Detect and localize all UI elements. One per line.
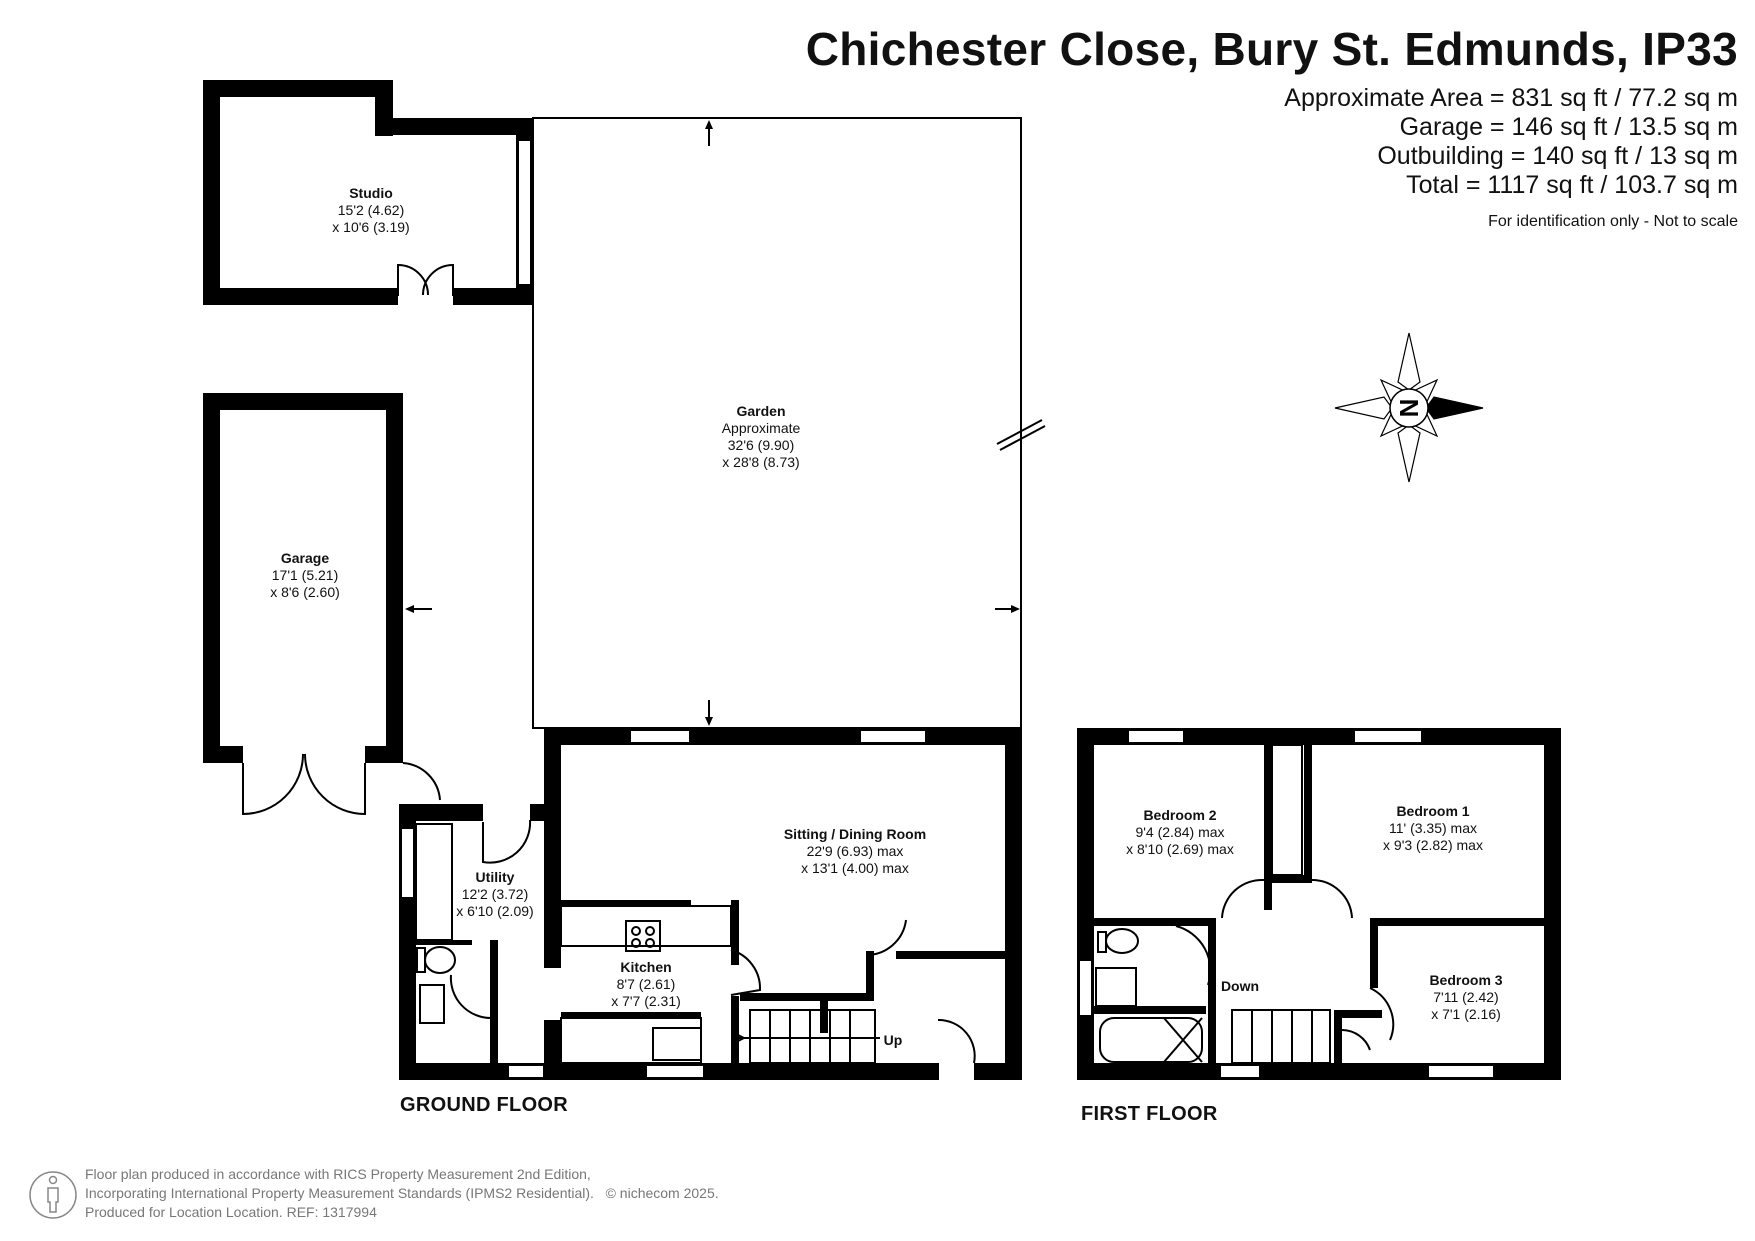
bedroom1-dim-2: x 9'3 (2.82) max [1383, 837, 1483, 853]
bedroom1-dim-1: 11' (3.35) max [1389, 820, 1477, 836]
bedroom3-dim-1: 7'11 (2.42) [1433, 989, 1498, 1005]
bedroom3-dim-2: x 7'1 (2.16) [1431, 1006, 1501, 1022]
garden-dim-2: 32'6 (9.90) [728, 437, 795, 453]
utility-name: Utility [476, 869, 515, 885]
kitchen-dim-2: x 7'7 (2.31) [611, 993, 681, 1009]
sink [652, 1027, 702, 1061]
bedroom3-name: Bedroom 3 [1429, 972, 1502, 988]
boundary-break [999, 425, 1046, 451]
footer-line-1: Floor plan produced in accordance with R… [85, 1166, 591, 1182]
garage-dim-1: 17'1 (5.21) [272, 567, 339, 583]
window [1127, 729, 1185, 744]
footer-line-3: Produced for Location Location. REF: 131… [85, 1204, 377, 1220]
first-floor-walls [1077, 728, 1561, 1080]
window [1219, 1064, 1261, 1079]
basin [419, 984, 445, 1024]
window [1078, 959, 1093, 1017]
approximate-area: Approximate Area = 831 sq ft / 77.2 sq m [1284, 84, 1738, 112]
bath [1099, 1017, 1203, 1063]
bedroom2-name: Bedroom 2 [1143, 807, 1216, 823]
north-arrow-icon [1425, 396, 1484, 420]
outbuilding-area: Outbuilding = 140 sq ft / 13 sq m [1377, 142, 1738, 170]
window [507, 1064, 545, 1079]
studio-window [517, 139, 532, 286]
ground-floor-label: GROUND FLOOR [400, 1094, 569, 1116]
stairs-ground [749, 1009, 876, 1064]
studio-dim-1: 15'2 (4.62) [338, 202, 405, 218]
studio-name: Studio [349, 185, 393, 201]
kitchen-name: Kitchen [620, 959, 671, 975]
door-bedroom1 [1311, 878, 1353, 919]
kitchen-dim-1: 8'7 (2.61) [617, 976, 676, 992]
stairs-down-label: Down [1221, 978, 1259, 994]
person-icon [29, 1171, 77, 1219]
total-area: Total = 1117 sq ft / 103.7 sq m [1406, 171, 1738, 199]
window [629, 729, 691, 744]
window [859, 729, 927, 744]
bedroom2-dim-2: x 8'10 (2.69) max [1126, 841, 1234, 857]
garage-dim-2: x 8'6 (2.60) [270, 584, 340, 600]
room-labels: Studio 15'2 (4.62) x 10'6 (3.19) Garden … [270, 185, 1503, 1048]
bedroom2-dim-1: 9'4 (2.84) max [1135, 824, 1224, 840]
footer-line-2-text: Incorporating International Property Mea… [85, 1185, 594, 1201]
bedroom1-name: Bedroom 1 [1396, 803, 1469, 819]
garden-dim-3: x 28'8 (8.73) [722, 454, 799, 470]
garden-dim-1: Approximate [722, 420, 801, 436]
identification-note: For identification only - Not to scale [1488, 213, 1738, 230]
sitting-dim-2: x 13'1 (4.00) max [801, 860, 909, 876]
door-bathroom [1175, 925, 1212, 986]
footer-line-2: Incorporating International Property Mea… [85, 1184, 719, 1203]
door-cupboard [1341, 1029, 1371, 1051]
hob [625, 920, 661, 952]
utility-dim-1: 12'2 (3.72) [462, 886, 529, 902]
compass-letter: N [1394, 399, 1424, 418]
stairs-first [1231, 1009, 1331, 1064]
door-bedroom2 [1221, 878, 1265, 919]
stairs-up-label: Up [884, 1032, 903, 1048]
door-bedroom3 [1369, 987, 1395, 1041]
garden-boundary [532, 117, 1022, 729]
window [1353, 729, 1423, 744]
property-title: Chichester Close, Bury St. Edmunds, IP33 [805, 23, 1738, 75]
studio-walls [203, 80, 533, 305]
copyright: © nichecom 2025. [605, 1185, 719, 1201]
basin-first [1095, 967, 1137, 1007]
garage-walls [203, 393, 403, 763]
garage-area: Garage = 146 sq ft / 13.5 sq m [1399, 113, 1738, 141]
footer-notes: Floor plan produced in accordance with R… [85, 1165, 719, 1222]
compass: N [1334, 332, 1484, 483]
arrowheads [405, 120, 1020, 726]
sitting-dim-1: 22'9 (6.93) max [807, 843, 904, 859]
first-floor-label: FIRST FLOOR [1081, 1103, 1218, 1125]
sitting-name: Sitting / Dining Room [784, 826, 926, 842]
utility-dim-2: x 6'10 (2.09) [456, 903, 533, 919]
wardrobe [1271, 744, 1303, 876]
window [645, 1064, 705, 1079]
garage-name: Garage [281, 550, 329, 566]
garden-name: Garden [736, 403, 785, 419]
window [400, 827, 415, 899]
studio-dim-2: x 10'6 (3.19) [332, 219, 409, 235]
window [1427, 1064, 1495, 1079]
fixtures [242, 117, 1495, 1079]
